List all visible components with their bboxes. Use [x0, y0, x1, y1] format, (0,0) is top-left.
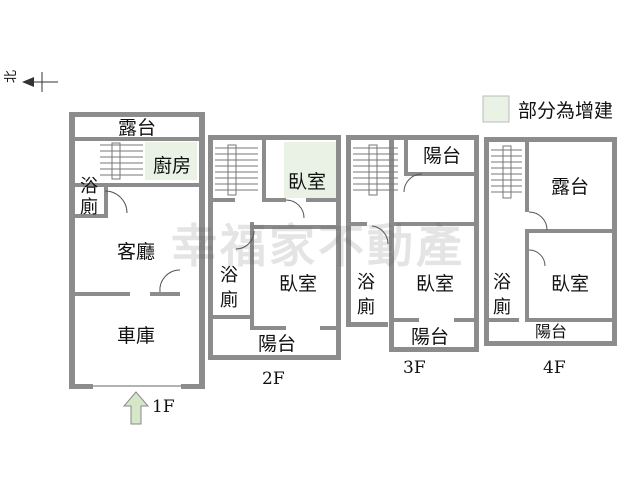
terrace-door-4f	[528, 211, 548, 231]
room-balcony-4f: 陽台	[535, 322, 567, 341]
room-bedroom-3f: 臥室	[416, 273, 454, 295]
stairs-3f	[353, 144, 398, 196]
room-bath-b-3f: 廁	[357, 296, 375, 318]
room-bath-b-1f: 廁	[80, 196, 98, 218]
floor-label-1f: 1F	[152, 397, 175, 417]
bath-door-2f	[235, 230, 255, 250]
room-kitchen-1f: 廚房	[153, 154, 191, 177]
room-balcony-3f: 陽台	[411, 326, 449, 348]
bath-door-1f	[104, 190, 128, 214]
stairs-2f	[215, 144, 258, 196]
room-bedroom-2f: 臥室	[279, 273, 317, 295]
bedroom-top-door-2f	[285, 199, 305, 219]
room-bath-b-4f: 廁	[493, 296, 511, 318]
living-door-1f	[159, 269, 181, 293]
bedroom-extension-area	[284, 142, 336, 198]
room-garage-1f: 車庫	[117, 325, 155, 347]
room-balcony-top-3f: 陽台	[423, 145, 461, 167]
floor-1f: 露台 廚房 浴 廁 客廳 車庫 1F	[69, 112, 205, 425]
floor-2f: 臥室 浴 廁 臥室 陽台 2F	[208, 135, 341, 389]
room-terrace-4f: 露台	[551, 176, 589, 198]
floor-4f: 露台 浴 廁 臥室 陽台 4F	[484, 137, 617, 378]
room-bath-a-4f: 浴	[493, 272, 511, 293]
bath-door-3f	[371, 225, 389, 245]
room-terrace-1f: 露台	[118, 117, 156, 139]
room-bedroom-top-2f: 臥室	[288, 171, 326, 193]
north-label: 北	[4, 70, 19, 83]
room-bath-a-3f: 浴	[357, 272, 375, 293]
north-compass: 北	[4, 70, 58, 92]
watermark-text: 幸福家不動產	[171, 219, 465, 273]
bedroom-door-4f	[528, 249, 546, 267]
kitchen-extension-area	[145, 142, 197, 180]
stairs-1f	[100, 142, 143, 180]
room-balcony-2f: 陽台	[258, 333, 296, 355]
balcony-door-3f	[403, 173, 423, 193]
room-bedroom-4f: 臥室	[551, 273, 589, 295]
floor-label-2f: 2F	[262, 369, 285, 389]
room-bath-b-2f: 廁	[220, 289, 238, 311]
room-living-1f: 客廳	[117, 241, 155, 263]
north-arrow-icon	[22, 77, 34, 87]
floor-3f: 陽台 浴 廁 臥室 陽台 3F	[346, 135, 479, 378]
floor-label-4f: 4F	[543, 358, 566, 378]
legend: 部分為增建	[482, 95, 613, 123]
floor-label-3f: 3F	[403, 358, 426, 378]
legend-text: 部分為增建	[518, 100, 613, 122]
entrance-arrow-icon	[122, 391, 150, 425]
legend-swatch	[482, 95, 510, 123]
room-bath-a-1f: 浴	[80, 176, 98, 197]
room-bath-a-2f: 浴	[220, 265, 238, 286]
stairs-4f	[491, 145, 522, 199]
